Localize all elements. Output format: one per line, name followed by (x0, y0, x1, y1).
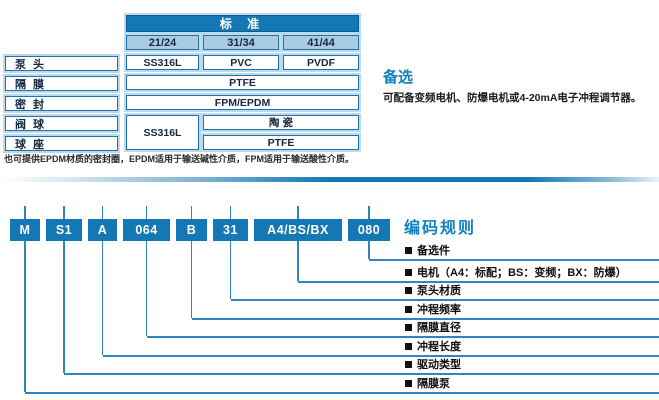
bullet-square-icon (405, 342, 412, 350)
code-box-064: 064 (123, 219, 170, 241)
connector-v-080 (368, 241, 370, 259)
code-label-text: 电机（A4：标配；BS：变频；BX：防爆） (417, 267, 627, 279)
connector-h-a4bsbx (298, 281, 659, 283)
column-header-31-34: 31/34 (203, 35, 279, 50)
optional-title: 备选 (383, 69, 414, 86)
code-label-text: 隔膜泵 (417, 378, 450, 390)
connector-h-b (191, 318, 659, 320)
code-label-text: 隔膜直径 (417, 322, 461, 334)
bullet-square-icon (405, 268, 412, 276)
cell-valve-ball-ceramic: 陶 瓷 (203, 115, 359, 130)
cell-pump-head-ss316l: SS316L (126, 55, 199, 70)
code-label-text: 驱动类型 (417, 359, 461, 371)
bullet-square-icon (405, 323, 412, 331)
code-label-motor: 电机（A4：标配；BS：变频；BX：防爆） (405, 264, 627, 280)
column-header-41-44: 41/44 (283, 35, 359, 50)
cell-pump-head-pvc: PVC (203, 55, 279, 70)
connector-h-s1 (64, 373, 659, 375)
tick-code-a4bsbx (297, 206, 299, 219)
optional-body: 可配备变频电机、防爆电机或4-20mA电子冲程调节器。 (383, 92, 642, 104)
connector-h-064 (146, 336, 659, 338)
cell-seal-fpm-epdm: FPM/EPDM (126, 95, 359, 110)
row-label-seal: 密 封 (5, 96, 118, 111)
connector-v-064 (145, 241, 148, 336)
code-label-stroke-length: 冲程长度 (405, 338, 461, 354)
coding-rules-title: 编码规则 (404, 220, 477, 237)
bullet-square-icon (405, 305, 412, 313)
connector-v-s1 (63, 241, 65, 373)
connector-h-m (25, 392, 659, 394)
column-header-21-24: 21/24 (126, 35, 199, 50)
bullet-square-icon (405, 246, 412, 254)
row-label-diaphragm: 隔 膜 (5, 76, 118, 91)
row-label-valve-ball: 阀 球 (5, 116, 118, 131)
code-label-drive-type: 驱动类型 (405, 356, 461, 372)
table-footnote: 也可提供EPDM材质的密封圈，EPDM适用于输送碱性介质，FPM适用于输送酸性介… (4, 154, 355, 164)
code-label-diaphragm-pump: 隔膜泵 (405, 375, 450, 391)
code-label-text: 冲程长度 (417, 341, 461, 353)
cell-valve-seat-ss316l: SS316L (126, 115, 199, 150)
connector-v-a (101, 241, 104, 355)
cell-pump-head-pvdf: PVDF (283, 55, 359, 70)
code-box-b: B (176, 219, 207, 241)
connector-v-31 (229, 241, 232, 299)
code-label-options: 备选件 (405, 242, 450, 258)
table-header-standard: 标 准 (126, 15, 359, 32)
code-label-pump-head-material: 泵头材质 (405, 282, 461, 298)
code-label-text: 备选件 (417, 245, 450, 257)
code-box-a4bsbx: A4/BS/BX (254, 219, 342, 241)
bullet-square-icon (405, 286, 412, 294)
code-box-m: M (10, 219, 40, 241)
section-divider-bar (0, 177, 659, 182)
code-label-text: 冲程频率 (417, 304, 461, 316)
code-box-31: 31 (213, 219, 248, 241)
code-label-text: 泵头材质 (417, 285, 461, 297)
tick-code-080 (368, 206, 370, 219)
connector-v-m (24, 241, 26, 392)
tick-code-31 (229, 206, 232, 219)
code-box-a: A (88, 219, 117, 241)
code-label-stroke-frequency: 冲程频率 (405, 301, 461, 317)
tick-code-064 (145, 206, 148, 219)
connector-h-a (102, 355, 659, 357)
bullet-square-icon (405, 379, 412, 387)
tick-code-m (24, 206, 26, 219)
row-label-pump-head: 泵 头 (5, 56, 118, 71)
tick-code-s1 (63, 206, 65, 219)
connector-h-080 (369, 259, 659, 261)
code-box-s1: S1 (46, 219, 82, 241)
tick-code-b (190, 206, 193, 219)
bullet-square-icon (405, 360, 412, 368)
cell-ball-seat-ptfe: PTFE (203, 135, 359, 150)
cell-diaphragm-ptfe: PTFE (126, 75, 359, 90)
code-box-080: 080 (348, 219, 390, 241)
code-label-diaphragm-diameter: 隔膜直径 (405, 319, 461, 335)
row-label-ball-seat: 球 座 (5, 136, 118, 151)
connector-v-b (190, 241, 193, 318)
tick-code-a (101, 206, 104, 219)
connector-h-31 (230, 299, 659, 301)
connector-v-a4bsbx (297, 241, 299, 281)
